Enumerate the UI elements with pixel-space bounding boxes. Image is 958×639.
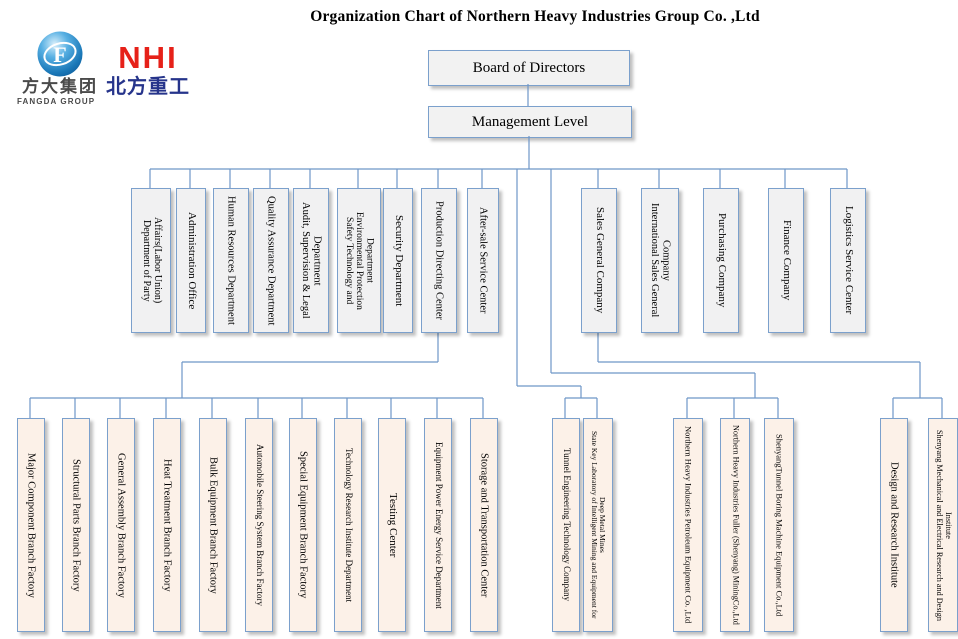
- human-resources-label: Human Resources Department: [225, 196, 237, 325]
- node-human-resources: Human Resources Department: [213, 188, 249, 333]
- finance-label: Finance Company: [780, 220, 793, 301]
- production-directing-label: Production Directing Center: [433, 201, 445, 320]
- node-quality-assurance: Quality Assurance Department: [253, 188, 289, 333]
- special-equipment-label: Special Equipment Branch Factory: [297, 451, 309, 599]
- node-management-level: Management Level: [428, 106, 632, 138]
- node-board-of-directors: Board of Directors: [428, 50, 630, 86]
- svg-text:F: F: [53, 42, 66, 67]
- major-component-label: Major Component Branch Factory: [25, 452, 37, 598]
- node-audit-supervision-legal: Audit, Supervision & Legal Department: [293, 188, 329, 333]
- node-intl-sales-general: International Sales General Company: [641, 188, 679, 333]
- node-state-key-laboratory: State Key Laboratory of Intelligent Mini…: [583, 418, 613, 632]
- logistics-service-label: Logistics Service Center: [842, 206, 855, 315]
- node-logistics-service: Logistics Service Center: [830, 188, 866, 333]
- state-key-laboratory-label: State Key Laboratory of Intelligent Mini…: [590, 431, 608, 619]
- chart-title: Organization Chart of Northern Heavy Ind…: [310, 8, 760, 25]
- shenyang-tunnel-boring-label: ShenyangTunnel Boring Machine Equipment …: [774, 433, 785, 617]
- storage-transportation-label: Storage and Transportation Center: [478, 452, 490, 598]
- node-testing-center: Testing Center: [378, 418, 406, 632]
- node-security: Security Department: [383, 188, 413, 333]
- node-design-research-institute: Design and Research Institute: [880, 418, 908, 632]
- node-shenyang-mech-electrical: Shenyang Mechanical and Electrical Resea…: [928, 418, 958, 632]
- tunnel-engineering-label: Tunnel Engineering Technology Company: [561, 448, 572, 602]
- node-nhi-fuller-mining: Northern Heavy Industries Fuller (Shenya…: [720, 418, 750, 632]
- shenyang-mech-electrical-label: Shenyang Mechanical and Electrical Resea…: [935, 429, 953, 621]
- node-heat-treatment: Heat Treatment Branch Factory: [153, 418, 181, 632]
- node-tech-research-institute: Technology Research Institute Department: [334, 418, 362, 632]
- intl-sales-general-label: International Sales General Company: [649, 203, 672, 318]
- node-tunnel-engineering: Tunnel Engineering Technology Company: [552, 418, 580, 632]
- management-level-label: Management Level: [471, 113, 589, 130]
- node-bulk-equipment: Bulk Equipment Branch Factory: [199, 418, 227, 632]
- safety-env-protection-label: Safety Technology and Environmental Prot…: [343, 211, 375, 310]
- sales-general-label: Sales General Company: [593, 207, 606, 314]
- node-storage-transportation: Storage and Transportation Center: [470, 418, 498, 632]
- tech-research-institute-label: Technology Research Institute Department: [343, 447, 354, 603]
- testing-center-label: Testing Center: [386, 492, 399, 558]
- node-structural-parts: Structural Parts Branch Factory: [62, 418, 90, 632]
- fangda-name-cn: 方大集团: [22, 77, 98, 96]
- node-shenyang-tunnel-boring: ShenyangTunnel Boring Machine Equipment …: [764, 418, 794, 632]
- node-production-directing: Production Directing Center: [421, 188, 457, 333]
- nhi-fuller-mining-label: Northern Heavy Industries Fuller (Shenya…: [731, 425, 741, 625]
- design-research-institute-label: Design and Research Institute: [888, 462, 900, 588]
- fangda-logo: F 方大集团 FANGDA GROUP: [14, 30, 106, 106]
- node-general-assembly: General Assembly Branch Factory: [107, 418, 135, 632]
- node-equipment-power-energy: Equipment Power Energy Service Departmen…: [424, 418, 452, 632]
- node-purchasing: Purchasing Company: [703, 188, 739, 333]
- general-assembly-label: General Assembly Branch Factory: [115, 452, 127, 598]
- audit-supervision-legal-label: Audit, Supervision & Legal Department: [300, 202, 323, 319]
- node-finance: Finance Company: [768, 188, 804, 333]
- fangda-logo-icon: F: [37, 31, 83, 77]
- node-special-equipment: Special Equipment Branch Factory: [289, 418, 317, 632]
- automobile-steering-label: Automobile Steering System Branch Factor…: [254, 444, 265, 606]
- nhi-abbr: NHI: [118, 40, 178, 75]
- node-after-sale-service: After-sale Service Center: [467, 188, 499, 333]
- after-sale-service-label: After-sale Service Center: [477, 207, 489, 314]
- nhi-petroleum-label: Northern Heavy Industries Petroleum Equi…: [683, 426, 694, 624]
- dept-party-affairs-label: Department of Party Affairs(Labor Union): [141, 217, 163, 304]
- board-of-directors-label: Board of Directors: [472, 59, 586, 76]
- nhi-logo: NHI 北方重工: [102, 42, 194, 98]
- heat-treatment-label: Heat Treatment Branch Factory: [161, 458, 173, 592]
- node-administration-office: Administration Office: [176, 188, 206, 333]
- security-label: Security Department: [392, 214, 405, 307]
- node-major-component: Major Component Branch Factory: [17, 418, 45, 632]
- node-nhi-petroleum: Northern Heavy Industries Petroleum Equi…: [673, 418, 703, 632]
- fangda-name-en: FANGDA GROUP: [17, 97, 96, 106]
- node-automobile-steering: Automobile Steering System Branch Factor…: [245, 418, 273, 632]
- node-safety-env-protection: Safety Technology and Environmental Prot…: [337, 188, 381, 333]
- node-dept-party-affairs: Department of Party Affairs(Labor Union): [131, 188, 171, 333]
- quality-assurance-label: Quality Assurance Department: [265, 195, 277, 326]
- node-sales-general: Sales General Company: [581, 188, 617, 333]
- structural-parts-label: Structural Parts Branch Factory: [70, 458, 82, 592]
- bulk-equipment-label: Bulk Equipment Branch Factory: [207, 456, 219, 594]
- administration-office-label: Administration Office: [185, 211, 198, 310]
- nhi-name-cn: 北方重工: [106, 76, 190, 98]
- equipment-power-energy-label: Equipment Power Energy Service Departmen…: [433, 441, 444, 609]
- purchasing-label: Purchasing Company: [715, 213, 728, 308]
